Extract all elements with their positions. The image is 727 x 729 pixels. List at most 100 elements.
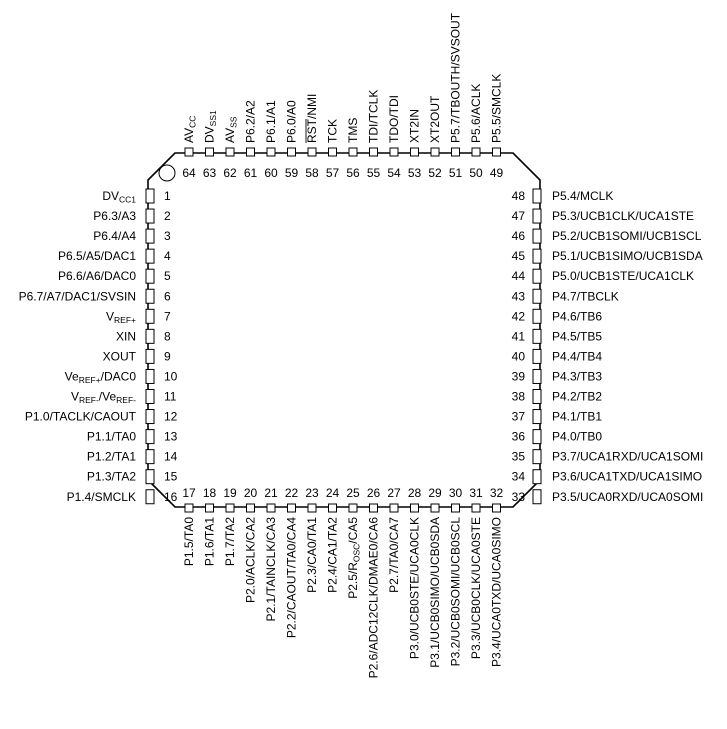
pin-number: 18 [203,486,217,500]
pin-pad [145,328,155,344]
pin-pad [532,188,542,204]
pin-label: P5.2/UCB1SOMI/UCB1SCL [552,229,702,243]
pin-label: P5.5/SMCLK [490,74,504,143]
pin-label: P5.6/ACLK [469,84,483,143]
pin-label: P1.0/TACLK/CAOUT [25,410,137,424]
pin-pad [532,228,542,244]
pin-label: P5.4/MCLK [552,189,613,203]
pin-pad [145,389,155,404]
pin-pad [205,147,214,157]
pin-number: 53 [408,166,422,180]
pin-pad [145,288,155,304]
pin-number: 50 [469,166,483,180]
pin-pad [492,147,501,157]
pin-number: 26 [367,486,381,500]
pin-pad [451,147,460,157]
pin-number: 39 [512,369,526,383]
pin-label: P3.5/UCA0RXD/UCA0SOMI [552,490,703,504]
pin-pad [369,503,378,513]
pin-pad [532,409,542,425]
pin-label: P2.5/ROSC/CA5 [346,517,362,599]
pin-label: P4.0/TB0 [552,430,602,444]
pin-label: P5.0/UCB1STE/UCA1CLK [552,269,694,283]
pin-number: 14 [164,450,178,464]
pin-pad [369,147,378,157]
pin-number: 23 [305,486,319,500]
pin-number: 46 [512,229,526,243]
pin-number: 30 [449,486,463,500]
pin-label: RST/NMI [305,94,319,143]
pin-pad [532,389,542,404]
pin-number: 45 [512,249,526,263]
pin-label: VREF+ [106,309,136,325]
pin-pad [410,147,419,157]
pin-pad [205,503,214,513]
pin-pad [532,308,542,324]
pin-pad [532,328,542,344]
pin-label: P1.2/TA1 [87,450,136,464]
pin-number: 16 [164,490,178,504]
pin-number: 41 [512,329,526,343]
pin-label: P3.6/UCA1TXD/UCA1SIMO [552,470,702,484]
pin-pad [471,503,481,513]
pin-pad [145,208,155,224]
pin-label: TMS [346,118,360,143]
pin-pad [145,268,155,284]
pin1-indicator [158,164,176,182]
pin-number: 22 [285,486,299,500]
pin-number: 40 [512,349,526,363]
pin-number: 27 [387,486,401,500]
pin-pad [307,503,317,513]
pin-pad [532,489,542,505]
pin-label: XOUT [103,349,137,363]
pin-label: P1.6/TA1 [203,517,217,566]
pin-number: 38 [512,390,526,404]
pin-pad [451,503,460,513]
pin-label: P4.2/TB2 [552,390,602,404]
pin-pad [145,469,155,485]
pin-label: P4.4/TB4 [552,349,602,363]
pin-label: P2.4/CA1/TA2 [326,517,340,593]
pin-pad [430,147,440,157]
pin-pad [430,503,440,513]
pin-number: 31 [469,486,483,500]
pin-number: 59 [285,166,299,180]
pin-number: 43 [512,289,526,303]
pin-label: TCK [326,119,340,143]
pin-pad [225,503,235,513]
pin-number: 42 [512,309,526,323]
pin-pad [532,449,542,465]
pin-label: AVSS [223,116,239,143]
pin-pad [389,503,399,513]
pin-pad [532,429,542,445]
pin-label: DVCC1 [102,189,136,205]
package-body [147,152,541,508]
pin-number: 4 [164,249,171,263]
pin-pad [246,503,255,513]
pin-label: P3.4/UCA0TXD/UCA0SIMO [490,517,504,667]
pin-number: 19 [223,486,237,500]
pin-label: P3.2/UCB0SOMI/UCB0SCL [449,517,463,667]
pin-pad [145,489,155,505]
pin-number: 44 [512,269,526,283]
pin-number: 28 [408,486,422,500]
pin-label: P6.2/A2 [244,100,258,143]
pin-pad [532,288,542,304]
pin-label: P6.1/A1 [264,100,278,143]
pin-pad [532,248,542,264]
pin-number: 60 [264,166,278,180]
pin-number: 3 [164,229,171,243]
pin-number: 34 [512,470,526,484]
pin-label: XT2IN [408,109,422,143]
pin-number: 33 [512,490,526,504]
pin-pad [145,248,155,264]
pin-pad [532,469,542,485]
pin-label: VeREF+/DAC0 [65,369,137,385]
pin-number: 9 [164,349,171,363]
pin-pad [225,147,235,157]
pin-label: P2.7/TA0/CA7 [387,517,401,593]
pin-pad [145,449,155,465]
pin-label: XIN [116,329,136,343]
pin-number: 12 [164,410,178,424]
